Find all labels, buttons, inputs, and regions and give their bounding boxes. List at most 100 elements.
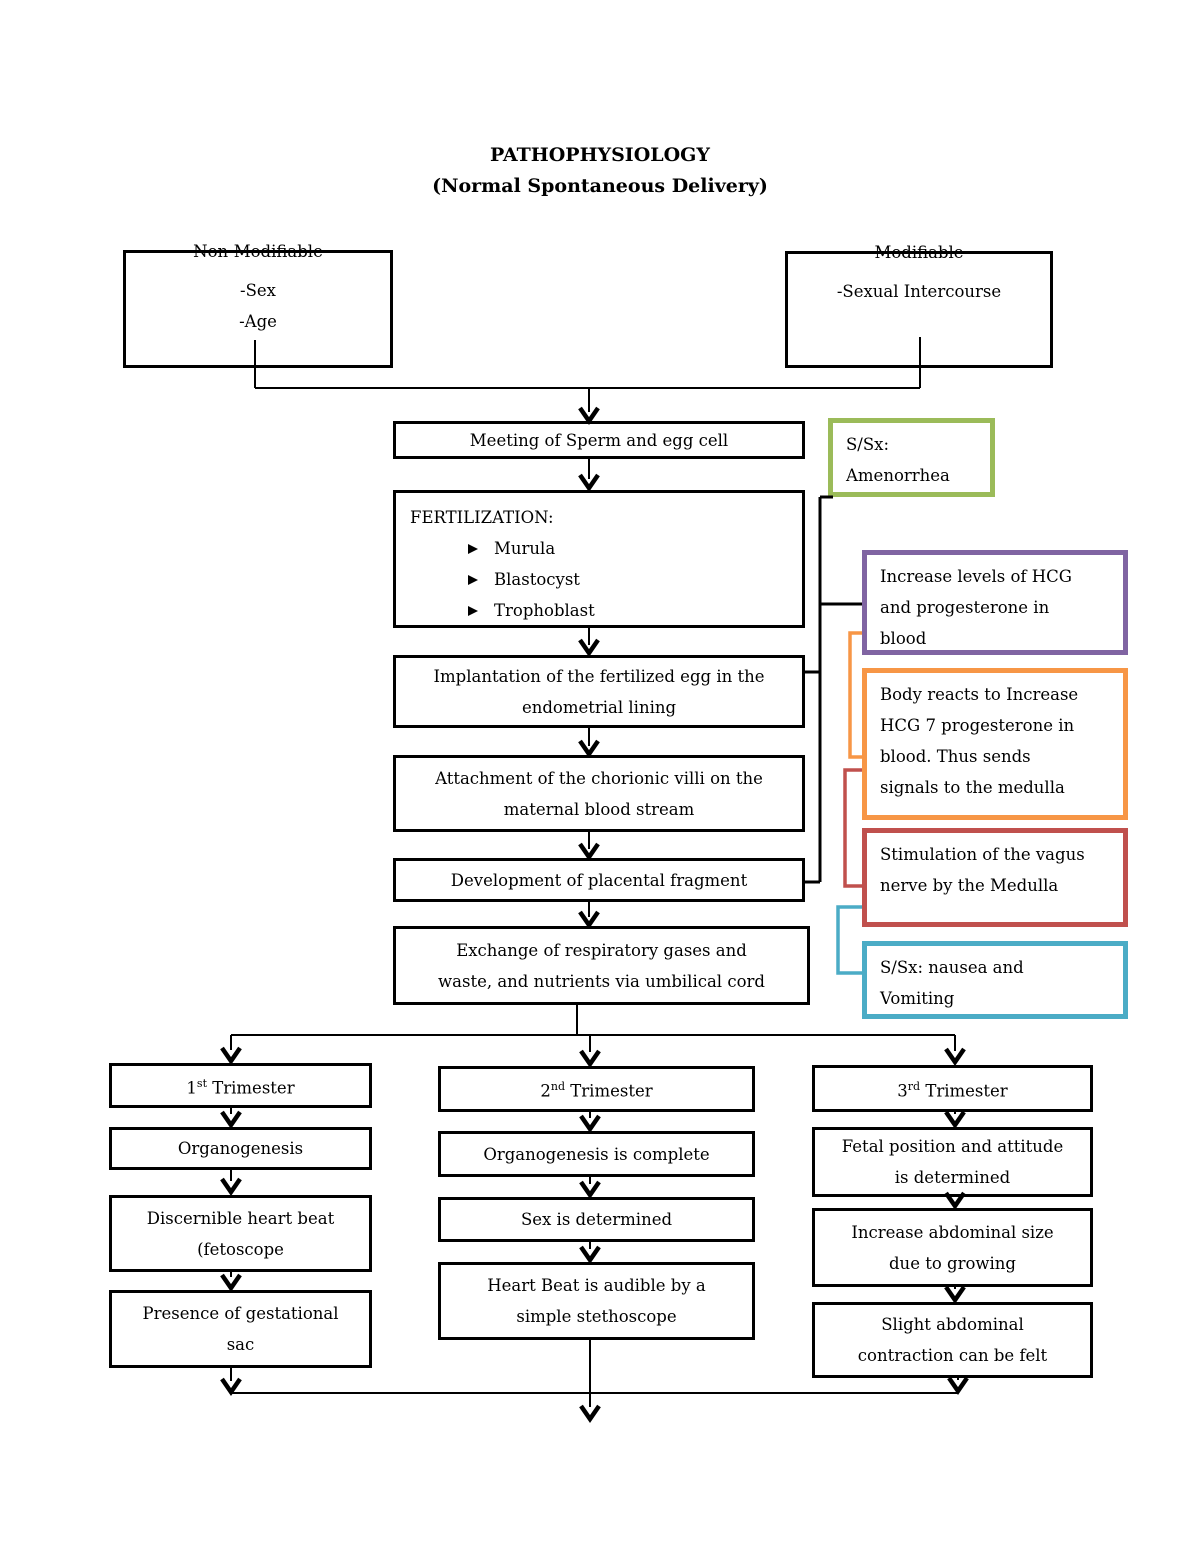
body-reacts-note-text: Body reacts to Increase HCG 7 progestero… [867, 673, 1123, 803]
arrowhead-bullet-icon [468, 605, 478, 616]
organogenesis-complete-box: Organogenesis is complete [438, 1131, 755, 1177]
title-line-2: (Normal Spontaneous Delivery) [432, 175, 768, 197]
heartbeat-audible-line-1: Heart Beat is audible by a [487, 1276, 706, 1295]
nausea-line-1: S/Sx: nausea and [880, 958, 1024, 977]
body-reacts-line-3: blood. Thus sends [880, 747, 1031, 766]
vagus-line-2: nerve by the Medulla [880, 876, 1059, 895]
arrowhead-bullet-icon [468, 543, 478, 554]
trimester-1-rest: Trimester [207, 1078, 295, 1098]
fetal-position-box: Fetal position and attitude is determine… [812, 1127, 1093, 1197]
side-note-colored-brackets [836, 631, 862, 975]
amenorrhea-line-1: S/Sx: [846, 435, 890, 454]
organogenesis-text: Organogenesis [177, 1139, 304, 1158]
down-arrowhead-icon [578, 638, 600, 657]
abdominal-size-line-1: Increase abdominal size [851, 1222, 1054, 1242]
exchange-line-2: waste, and nutrients via umbilical cord [438, 971, 765, 991]
trimester-3-ordinal: rd [907, 1079, 921, 1093]
down-arrowhead-icon [578, 842, 600, 861]
down-arrowhead-icon [578, 910, 600, 929]
discernible-heartbeat-box: Discernible heart beat (fetoscope [109, 1195, 372, 1272]
organogenesis-box: Organogenesis [109, 1127, 372, 1170]
down-arrowhead-icon [944, 1047, 966, 1066]
non-modifiable-heading: Non-Modifiable [193, 242, 323, 261]
abdominal-contraction-line-1: Slight abdominal [881, 1315, 1024, 1334]
fertilization-item-text: Murula [494, 539, 556, 558]
abdominal-contraction-line-2: contraction can be felt [857, 1346, 1048, 1365]
body-reacts-line-1: Body reacts to Increase [880, 685, 1079, 704]
discernible-line-1: Discernible heart beat [146, 1208, 335, 1228]
nausea-note-box: S/Sx: nausea and Vomiting [862, 941, 1128, 1019]
factor-item-sex: -Sex [240, 281, 276, 300]
sex-determined-text: Sex is determined [520, 1210, 673, 1229]
down-arrowhead-icon [578, 473, 600, 492]
attachment-line-2: maternal blood stream [503, 799, 695, 819]
sex-determined-box: Sex is determined [438, 1197, 755, 1242]
trimester-2-header-box: 2nd Trimester [438, 1066, 755, 1112]
fertilization-item-blastocyst: Blastocyst [396, 564, 802, 595]
trimester-3-rest: Trimester [920, 1081, 1008, 1101]
modifiable-items: -Sexual Intercourse [788, 254, 1050, 307]
down-arrowhead-icon [579, 1114, 601, 1133]
abdominal-size-box: Increase abdominal size due to growing [812, 1208, 1093, 1287]
down-arrowhead-icon [947, 1376, 969, 1395]
down-arrowhead-icon [579, 1180, 601, 1199]
amenorrhea-line-2: Amenorrhea [846, 466, 950, 485]
down-arrowhead-icon [578, 406, 600, 425]
body-reacts-line-4: signals to the medulla [880, 778, 1065, 797]
gestational-sac-line-2: sac [226, 1335, 255, 1354]
vagus-line-1: Stimulation of the vagus [880, 845, 1085, 864]
factor-item-sexual-intercourse: -Sexual Intercourse [836, 282, 1002, 301]
fertilization-item-text: Blastocyst [494, 570, 580, 589]
down-arrowhead-icon [579, 1245, 601, 1264]
fertilization-heading: FERTILIZATION: [410, 508, 554, 527]
trimester-2-header: 2nd Trimester [540, 1071, 652, 1107]
down-arrowhead-icon [220, 1273, 242, 1292]
amenorrhea-note-text: S/Sx: Amenorrhea [833, 423, 990, 491]
down-arrowhead-icon [220, 1110, 242, 1129]
fertilization-item-trophoblast: Trophoblast [396, 595, 802, 626]
modifiable-box: Modifiable -Sexual Intercourse [785, 243, 1053, 368]
modifiable-heading: Modifiable [874, 243, 964, 262]
side-note-black-bracket [805, 495, 862, 884]
attachment-line-1: Attachment of the chorionic villi on the [435, 768, 763, 788]
implantation-line-2: endometrial lining [521, 697, 677, 717]
trimester-3-num: 3 [897, 1081, 908, 1101]
down-arrowhead-icon [220, 1177, 242, 1196]
gestational-sac-line-1: Presence of gestational [142, 1304, 339, 1323]
trimester-fanout-connector [220, 1005, 966, 1068]
trimester-1-header: 1st Trimester [186, 1068, 294, 1104]
down-arrowhead-icon [579, 1404, 601, 1423]
body-reacts-to-vagus-bracket [843, 768, 862, 888]
discernible-line-2: (fetoscope [197, 1239, 284, 1259]
organogenesis-complete-text: Organogenesis is complete [483, 1144, 710, 1164]
factor-item-age: -Age [239, 312, 277, 331]
amenorrhea-note-box: S/Sx: Amenorrhea [828, 418, 995, 497]
trimester-3-header-box: 3rd Trimester [812, 1065, 1093, 1112]
down-arrowhead-icon [944, 1110, 966, 1129]
trimester-3-header: 3rd Trimester [897, 1071, 1007, 1107]
fertilization-item-text: Trophoblast [494, 601, 595, 620]
down-arrowhead-icon [578, 739, 600, 758]
implantation-line-1: Implantation of the fertilized egg in th… [433, 666, 765, 686]
vagus-note-box: Stimulation of the vagus nerve by the Me… [862, 828, 1128, 927]
body-reacts-line-2: HCG 7 progesterone in [880, 716, 1075, 735]
non-modifiable-box: Non-Modifiable -Sex -Age [123, 242, 393, 368]
vagus-note-text: Stimulation of the vagus nerve by the Me… [867, 833, 1123, 901]
implantation-box: Implantation of the fertilized egg in th… [393, 655, 805, 728]
nausea-note-text: S/Sx: nausea and Vomiting [867, 946, 1123, 1014]
attachment-box: Attachment of the chorionic villi on the… [393, 755, 805, 832]
trimester-2-ordinal: nd [550, 1080, 566, 1094]
page-title: PATHOPHYSIOLOGY (Normal Spontaneous Deli… [0, 140, 1200, 202]
heartbeat-audible-box: Heart Beat is audible by a simple stetho… [438, 1262, 755, 1340]
hcg-increase-note-box: Increase levels of HCG and progesterone … [862, 550, 1128, 655]
title-line-1: PATHOPHYSIOLOGY [490, 144, 710, 166]
trimester-2-rest: Trimester [565, 1081, 653, 1101]
meeting-box: Meeting of Sperm and egg cell [393, 421, 805, 459]
nausea-line-2: Vomiting [880, 989, 955, 1008]
hcg-line-2: and progesterone in [880, 598, 1050, 617]
body-reacts-note-box: Body reacts to Increase HCG 7 progestero… [862, 668, 1128, 820]
down-arrowhead-icon [944, 1285, 966, 1304]
trimester-1-header-box: 1st Trimester [109, 1063, 372, 1108]
abdominal-size-line-2: due to growing [889, 1253, 1016, 1273]
